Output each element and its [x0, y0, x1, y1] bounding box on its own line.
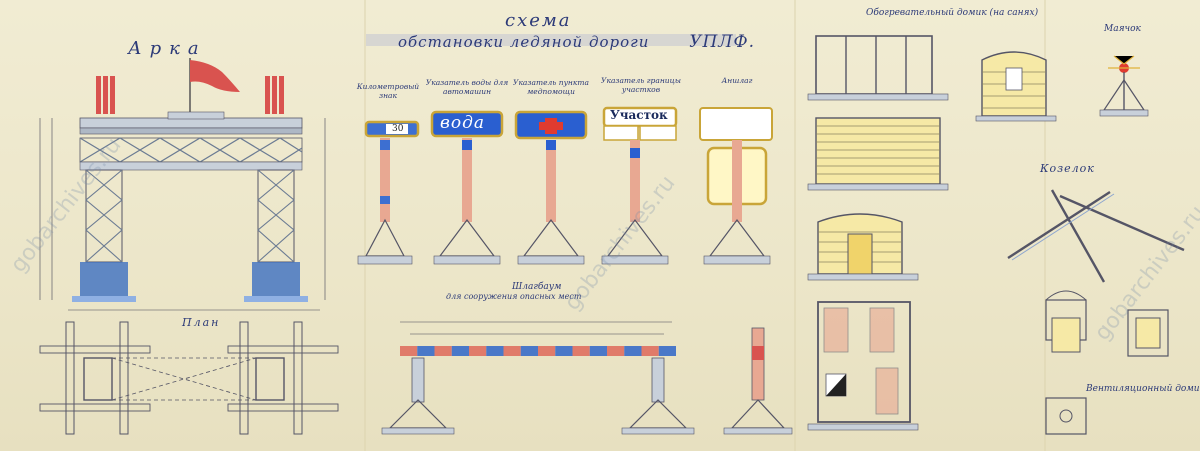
km-sign-face: 30 — [392, 124, 404, 134]
title-strip — [366, 34, 736, 46]
vent-house-title: Вентиляционный домик — [1086, 384, 1200, 394]
barrier-stripe — [641, 346, 659, 356]
barrier-stripe — [400, 346, 418, 356]
barrier-stripe — [469, 346, 487, 356]
arch-plan-title: План — [182, 316, 221, 329]
barrier-stripe — [589, 346, 607, 356]
title-line-2: обстановки ледяной дороги УПЛФ. — [398, 32, 755, 52]
barrier-stripe — [538, 346, 556, 356]
sign-header-3: Указатель границы участков — [601, 76, 681, 94]
barrier-stripe — [417, 346, 435, 356]
water-sign-face: вода — [440, 113, 486, 133]
beacon-title: Маячок — [1104, 24, 1141, 34]
sign-header-2: Указатель пункта медпомощи — [513, 78, 589, 96]
title-subject: обстановки ледяной дороги — [398, 33, 650, 51]
barrier-stripe — [503, 346, 521, 356]
barrier-stripe — [555, 346, 573, 356]
barrier-stripe — [486, 346, 504, 356]
barrier-stripe — [572, 346, 590, 356]
barrier-title: Шлагбаум — [512, 282, 562, 292]
barrier-stripe — [607, 346, 625, 356]
arch-drawing — [39, 58, 339, 435]
sign-header-1: Указатель воды для автомашин — [425, 78, 509, 96]
barrier-stripe — [658, 346, 676, 356]
barrier-subtitle: для сооружения опасных мест — [446, 292, 582, 301]
sign-header-4: Аншлаг — [721, 76, 753, 85]
barrier-stripe — [434, 346, 452, 356]
section-sign-face: Участок — [610, 108, 668, 122]
sign-header-0: Километровый знак — [356, 82, 420, 100]
heating-house-title: Обогревательный домик (на санях) — [866, 8, 1039, 18]
title-organization: УПЛФ. — [689, 32, 755, 52]
arch-title: Арка — [128, 38, 207, 59]
heating-house-drawing — [807, 35, 949, 431]
barrier-stripe — [624, 346, 642, 356]
title-line-1: схема — [505, 10, 572, 31]
road-signs — [357, 106, 773, 265]
barrier-stripe — [520, 346, 538, 356]
trestle-title: Козелок — [1040, 162, 1095, 175]
barrier-drawing — [381, 321, 793, 435]
vent-house-drawing — [975, 51, 1185, 435]
barrier-stripe — [451, 346, 469, 356]
